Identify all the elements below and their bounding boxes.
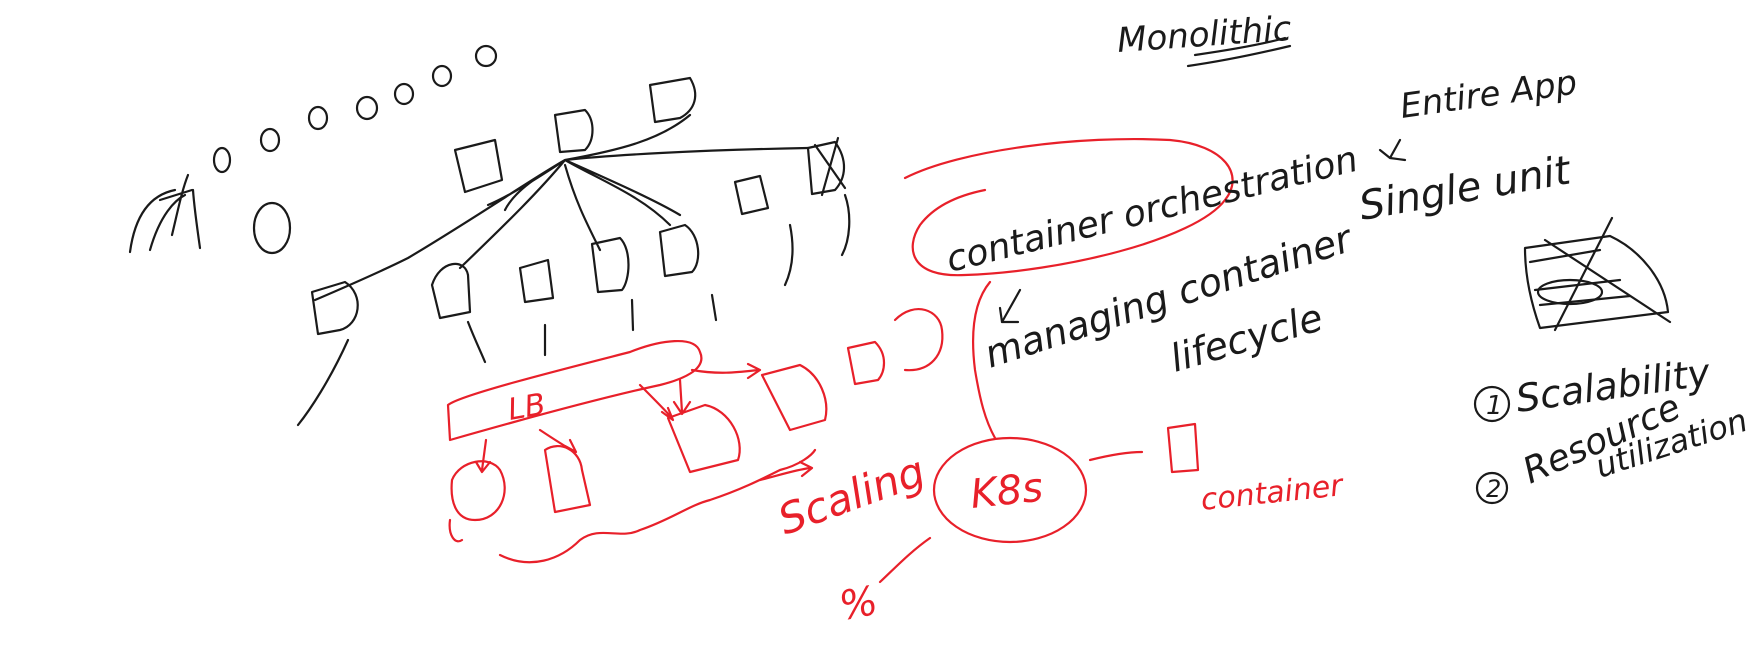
arrow-managing (998, 288, 1022, 324)
black-sketch (128, 44, 851, 427)
k8s-to-percent (878, 536, 932, 584)
server-boxes (310, 76, 847, 336)
scaling-wave (448, 448, 817, 564)
red-containers (450, 308, 1200, 522)
orchestration-ellipse (903, 137, 1234, 277)
label-monolithic: Monolithic (1116, 9, 1293, 61)
k8s-to-container (1088, 450, 1144, 462)
num-circle-2 (1475, 471, 1509, 505)
monolithic-underline (1186, 36, 1292, 68)
orchestration-to-k8s (972, 280, 997, 440)
connection-lines (296, 113, 851, 427)
num-circle-1 (1473, 385, 1511, 423)
label-container: container (1199, 468, 1346, 518)
label-entire-app: Entire App (1398, 63, 1580, 127)
user-figure (128, 173, 202, 254)
k8s-circle (932, 436, 1088, 544)
label-point1-num: 1 (1486, 391, 1503, 421)
label-point2-num: 2 (1486, 475, 1501, 503)
label-point1: Scalability (1513, 350, 1713, 421)
label-lb: LB (505, 387, 548, 428)
user-circles (212, 44, 498, 255)
monolith-crossed-icon (1523, 216, 1672, 332)
lb-arrows (474, 362, 762, 474)
label-k8s: K8s (968, 465, 1045, 518)
label-percent: % (836, 578, 881, 630)
red-sketch (446, 137, 1234, 584)
label-scaling: Scaling (772, 446, 932, 544)
label-single-unit: Single unit (1356, 147, 1575, 230)
lb-capsule (446, 340, 703, 442)
text-labels: Monolithic Entire App Single unit contai… (505, 9, 1752, 630)
arrow-single-unit (1378, 138, 1407, 162)
